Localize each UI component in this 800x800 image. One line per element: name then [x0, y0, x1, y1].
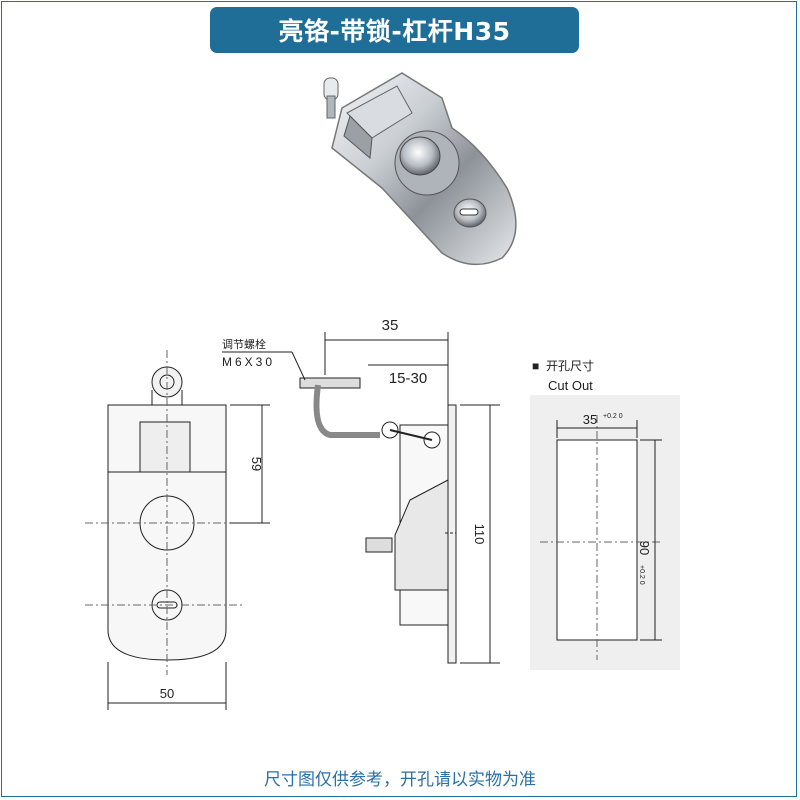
- cutout-legend-marker: ■: [532, 359, 539, 373]
- side-view: [299, 332, 500, 664]
- technical-drawing: 50 59 35 15-30 110 调节螺栓 M6X30 ■: [85, 317, 680, 710]
- front-view: [85, 350, 270, 710]
- cutout-height-tol: +0.2 0: [638, 565, 645, 585]
- side-depth-label: 35: [382, 317, 399, 334]
- bolt-label-line2: M6X30: [222, 355, 275, 369]
- bolt-label-line1: 调节螺栓: [222, 337, 266, 351]
- footer-note: 尺寸图仅供参考，开孔请以实物为准: [264, 770, 536, 790]
- front-width-label: 50: [160, 686, 174, 701]
- cutout-width-label: 35: [583, 412, 597, 427]
- page-title: 亮铬-带锁-杠杆H35: [278, 17, 511, 46]
- side-adjust-label: 15-30: [389, 370, 427, 387]
- front-height-label: 59: [249, 457, 264, 471]
- side-height-label: 110: [472, 524, 487, 545]
- cutout-label-cn: 开孔尺寸: [546, 359, 594, 373]
- cutout-panel: [530, 395, 680, 670]
- cutout-label-en: Cut Out: [548, 378, 593, 393]
- cutout-width-tol: +0.2 0: [603, 413, 623, 420]
- title-banner: 亮铬-带锁-杠杆H35: [210, 7, 579, 53]
- cutout-height-label: 90: [637, 541, 652, 555]
- product-photo: [323, 72, 517, 266]
